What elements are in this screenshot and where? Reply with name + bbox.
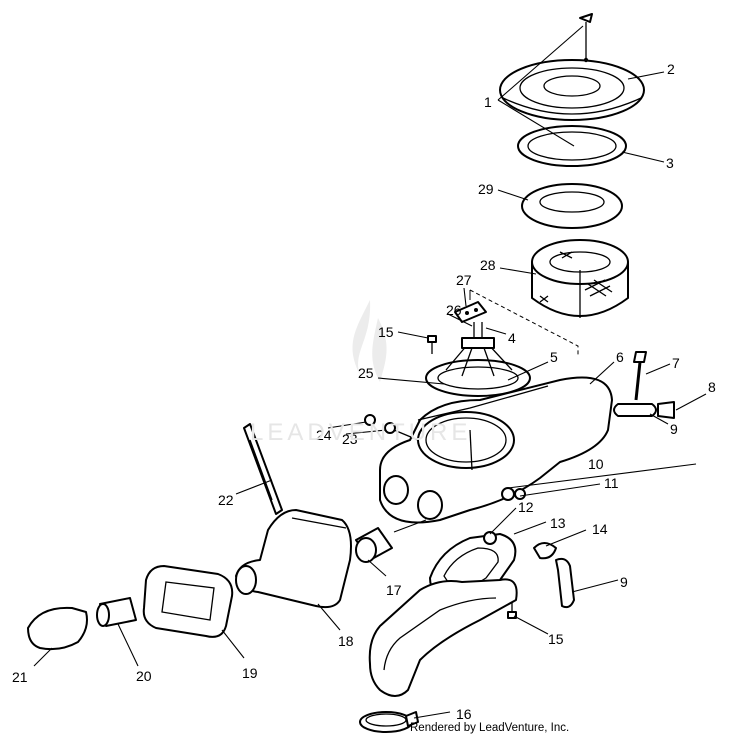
callout-29: 29 — [478, 181, 494, 197]
breather-hose — [613, 401, 675, 419]
air-box-cover — [499, 59, 645, 121]
hose-clamp-screw — [483, 531, 497, 545]
intake-frame — [142, 565, 234, 638]
callout-2: 2 — [667, 61, 675, 77]
callout-1: 1 — [484, 94, 492, 110]
callout-28: 28 — [480, 257, 496, 273]
callout-22: 22 — [218, 492, 234, 508]
intake-funnel — [235, 509, 352, 609]
screw — [427, 335, 437, 343]
clamp-ring — [359, 711, 419, 733]
callout-11: 11 — [604, 475, 619, 491]
callout-27: 27 — [456, 272, 472, 288]
callout-14: 14 — [592, 521, 608, 537]
drain-hose — [555, 557, 575, 609]
air-filter-element — [531, 239, 629, 318]
callout-17: 17 — [386, 582, 402, 598]
watermark-text: LEADVENTURE — [250, 419, 472, 446]
callout-24: 24 — [316, 427, 332, 443]
pre-filter — [521, 183, 623, 229]
short-tube — [96, 597, 137, 627]
callout-20: 20 — [136, 668, 152, 684]
cover-seal — [517, 125, 627, 167]
clamp-strap — [243, 423, 283, 515]
callout-9: 9 — [670, 421, 678, 437]
retainer-plate — [454, 301, 487, 323]
callout-18: 18 — [338, 633, 354, 649]
washer — [384, 422, 396, 434]
leader-lines — [33, 25, 707, 719]
callout-25: 25 — [358, 365, 374, 381]
render-credit: Rendered by LeadVenture, Inc. — [410, 722, 570, 734]
drain-fitting — [501, 487, 515, 501]
callout-16: 16 — [456, 706, 472, 722]
callout-15: 15 — [378, 324, 394, 340]
end-cap — [27, 606, 88, 651]
filter-cage — [425, 337, 531, 397]
callout-labels: 1 2 3 29 28 27 26 4 15 5 6 7 8 25 24 23 … — [12, 61, 716, 722]
hose-clamp — [533, 542, 557, 560]
callout-26: 26 — [446, 302, 462, 318]
callout-21: 21 — [12, 669, 28, 685]
callout-7: 7 — [672, 355, 680, 371]
callout-19: 19 — [242, 665, 258, 681]
callout-13: 13 — [550, 515, 566, 531]
screw — [364, 414, 376, 426]
callout-3: 3 — [666, 155, 674, 171]
callout-8: 8 — [708, 379, 716, 395]
air-box-housing — [379, 376, 613, 524]
callout-23: 23 — [342, 431, 358, 447]
callout-6: 6 — [616, 349, 624, 365]
breather-rod — [633, 351, 647, 401]
callout-12: 12 — [518, 499, 534, 515]
callout-4: 4 — [508, 330, 516, 346]
callout-15b: 15 — [548, 631, 564, 647]
watermark-logo — [352, 300, 387, 382]
coupler — [355, 527, 393, 563]
callout-5: 5 — [550, 349, 558, 365]
intake-duct — [368, 578, 518, 697]
callout-10: 10 — [588, 456, 604, 472]
callout-9b: 9 — [620, 574, 628, 590]
